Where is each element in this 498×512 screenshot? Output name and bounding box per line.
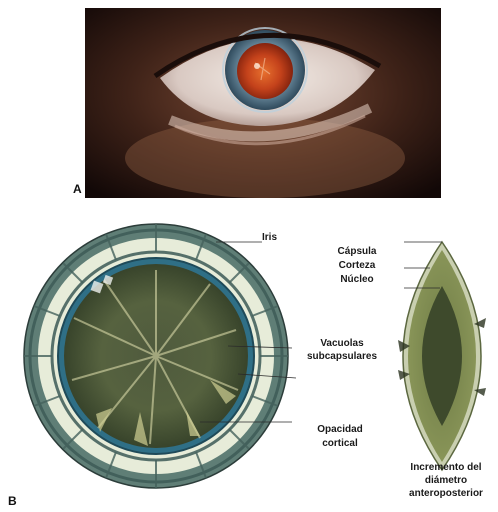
eye-photo	[85, 8, 441, 198]
panel-a-letter: A	[73, 182, 82, 196]
front-view-lens	[24, 224, 288, 488]
side-view-lens	[398, 242, 486, 470]
label-vacuolas-line2: subcapsulares	[302, 351, 382, 363]
label-opacidad-line2: cortical	[300, 438, 380, 450]
label-opacidad-line1: Opacidad	[300, 424, 380, 436]
label-capsula: Cápsula	[334, 246, 380, 258]
label-incremento-line1: Incremento del	[398, 462, 494, 474]
label-incremento-line2: diámetro	[398, 475, 494, 487]
label-nucleo: Núcleo	[334, 274, 380, 286]
label-corteza: Corteza	[334, 260, 380, 272]
panel-b: Iris Cápsula Corteza Núcleo Vacuolas sub…	[0, 200, 498, 512]
panel-b-letter: B	[8, 494, 17, 508]
label-incremento-line3: anteroposterior	[398, 488, 494, 500]
label-vacuolas-line1: Vacuolas	[302, 338, 382, 350]
label-iris: Iris	[262, 232, 277, 244]
